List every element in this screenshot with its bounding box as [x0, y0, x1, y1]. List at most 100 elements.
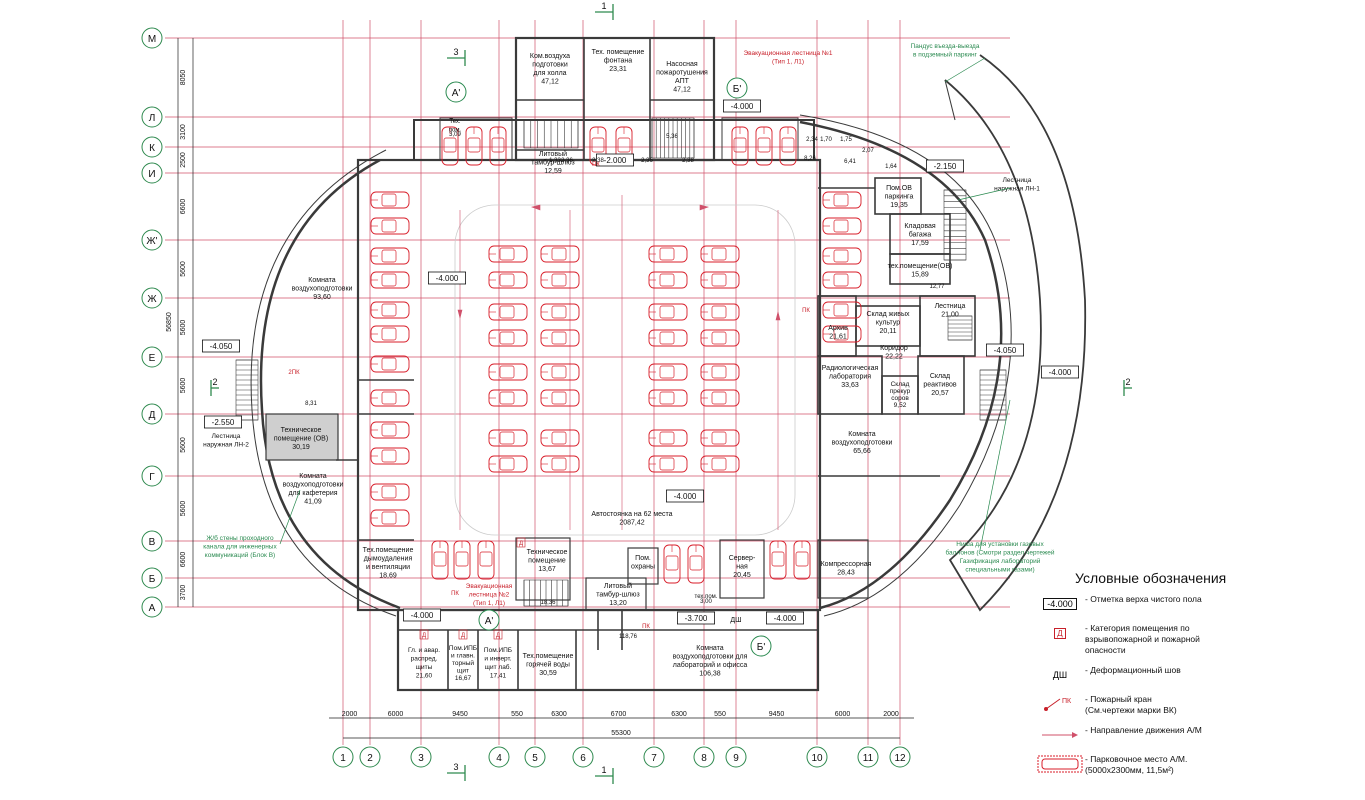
grid-axis-bubble — [141, 229, 163, 251]
parking-space — [370, 191, 410, 209]
area-value: 18,36 — [540, 600, 556, 606]
grid-axis-bubble — [524, 746, 546, 768]
svg-text:ПК: ПК — [1062, 698, 1072, 705]
room-label: 13,67 — [538, 566, 556, 573]
area-value: 3,09 — [449, 132, 461, 138]
parking-space — [370, 217, 410, 235]
room-label: и инверт. — [484, 656, 511, 663]
parking-space — [687, 544, 705, 584]
area-value: 2,36 — [641, 158, 653, 164]
parking-space — [822, 191, 862, 209]
parking-space — [370, 421, 410, 439]
room-label: Литовый — [604, 582, 632, 590]
room-label: 47,12 — [673, 87, 691, 94]
parking-space — [540, 245, 580, 263]
parking-space — [370, 447, 410, 465]
area-value: 2,07 — [862, 148, 874, 154]
area-value: 3,00 — [700, 599, 712, 605]
room-label: распред. — [411, 656, 438, 663]
room-label: ная — [736, 564, 748, 571]
room-label: прекур — [890, 388, 911, 395]
room-label: Лестница — [212, 433, 241, 440]
parking-space — [648, 303, 688, 321]
room-label: пожаротушения — [656, 70, 708, 77]
grid-axis-bubble — [693, 746, 715, 768]
level-mark — [723, 99, 762, 113]
level-mark — [766, 611, 805, 625]
section-mark: 3 — [453, 47, 458, 57]
parking-space — [488, 429, 528, 447]
parking-space — [663, 544, 681, 584]
row-dimension: 5600 — [180, 437, 187, 453]
grid-axis-bubble — [141, 27, 163, 49]
room-label: специальными газами) — [965, 567, 1034, 574]
room-label: соров — [891, 395, 909, 402]
grid-axis-label: 11 — [863, 753, 874, 764]
level-mark — [201, 339, 240, 353]
column-dimension: 6700 — [611, 711, 627, 718]
area-value: 1,33 — [549, 158, 561, 164]
room-label: Эвакуационная — [466, 583, 513, 590]
room-label: 47,12 — [541, 79, 559, 86]
grid-axis-bubble — [141, 530, 163, 552]
level-mark — [402, 608, 441, 622]
room-label: 9,52 — [894, 402, 907, 409]
parking-space — [822, 247, 862, 265]
level-value: -2.150 — [934, 162, 957, 171]
level-mark — [1041, 365, 1080, 379]
room-label: Пандус въезда-выезда — [911, 43, 980, 50]
room-label: наружная ЛН-2 — [203, 442, 249, 449]
grid-axis-bubble — [332, 746, 354, 768]
room-label: Эвакуационная лестница №1 — [743, 50, 832, 57]
legend-item: -4.000- Отметка верха чистого пола — [1035, 594, 1355, 614]
parking-space — [488, 271, 528, 289]
area-value: 6,41 — [844, 159, 856, 165]
grid-axis-bubble — [141, 162, 163, 184]
room-label: Пом.ОВ — [886, 185, 912, 192]
row-dimension: 6600 — [180, 552, 187, 568]
room-label: 21,61 — [829, 334, 847, 341]
legend-symbol — [1035, 754, 1085, 774]
column-dimension: 9450 — [769, 711, 785, 718]
grid-axis-label: 9 — [733, 753, 739, 764]
room-label: Техническое — [527, 549, 568, 556]
grid-axis-bubble — [141, 465, 163, 487]
room-label: воздухоподготовки — [832, 440, 893, 447]
grid-axis-label: Ж' — [146, 236, 157, 247]
level-mark — [203, 415, 242, 429]
room-label: 33,63 — [841, 382, 859, 389]
legend-symbol: Д — [1035, 623, 1085, 643]
column-dimension: 2000 — [883, 711, 899, 718]
grid-axis-bubble — [141, 403, 163, 425]
room-label: 106,38 — [699, 671, 721, 678]
legend-text: - Парковочное место А/М. (5000x2300мм, 1… — [1085, 754, 1188, 775]
level-mark — [666, 489, 705, 503]
grid-axis-bubble — [725, 746, 747, 768]
grid-axis-label: Г — [149, 472, 155, 483]
room-label: Комната — [848, 431, 876, 438]
column-dimension: 6000 — [388, 711, 404, 718]
room-label: реактивов — [923, 382, 956, 389]
traffic-lanes — [454, 195, 796, 536]
level-mark — [677, 611, 716, 625]
grid-axis-bubble — [806, 746, 828, 768]
grid-axis-label: 4 — [496, 753, 502, 764]
room-label: 12,59 — [544, 168, 562, 175]
room-label: Ж/б стены проходного — [206, 534, 274, 542]
row-dimension: 5600 — [180, 378, 187, 394]
row-dimension: 5600 — [180, 320, 187, 336]
room-label: щит — [457, 668, 469, 675]
grid-axis-bubble — [141, 136, 163, 158]
grid-axis-bubble — [359, 746, 381, 768]
area-value: 118,76 — [619, 634, 638, 640]
grid-axis-bubble — [141, 287, 163, 309]
grid-axis-label: 8 — [701, 753, 707, 764]
parking-space — [648, 245, 688, 263]
parking-space — [769, 540, 787, 580]
room-label: торный — [452, 659, 474, 667]
total-width: 55300 — [611, 730, 631, 737]
room-label: Кладовая — [904, 223, 936, 230]
room-label: лабораторий и офисса — [673, 661, 748, 669]
row-dimension: 3700 — [180, 585, 187, 601]
room-label: помещение — [528, 558, 566, 565]
